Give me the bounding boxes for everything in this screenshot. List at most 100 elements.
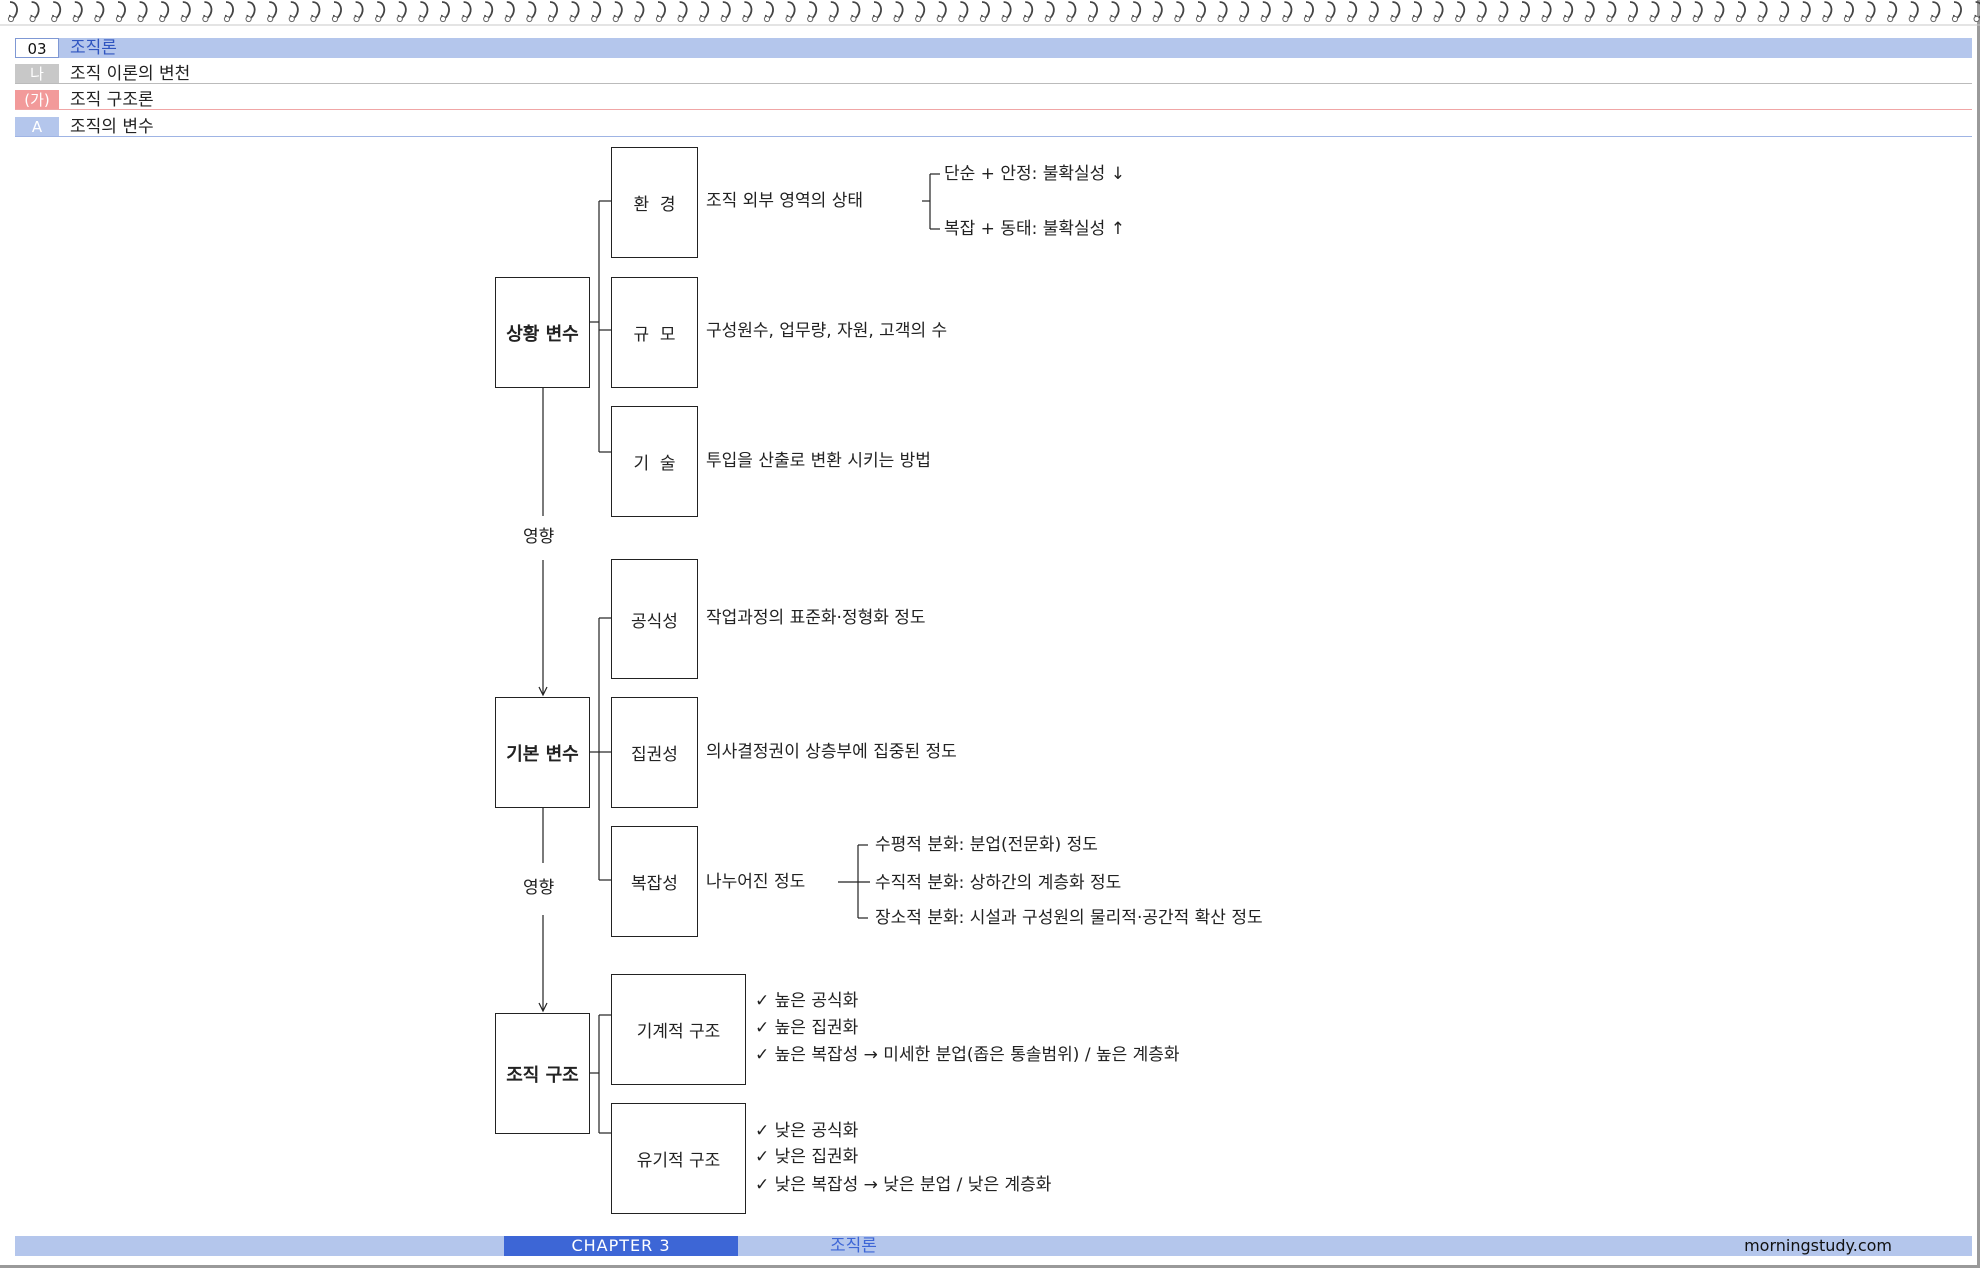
spiral-ring — [871, 1, 882, 23]
header-chapter-row: 03 조직론 — [15, 38, 1972, 58]
subsection-tag: (가) — [15, 90, 59, 109]
formalization-desc: 작업과정의 표준화·정형화 정도 — [706, 608, 926, 628]
spiral-binding — [0, 1, 1980, 26]
spiral-ring — [1087, 1, 1098, 23]
spiral-ring — [1131, 1, 1142, 23]
spiral-ring — [1563, 1, 1574, 23]
spiral-ring — [1109, 1, 1120, 23]
spiral-ring — [1498, 1, 1509, 23]
spiral-ring — [461, 1, 472, 23]
spiral-ring — [439, 1, 450, 23]
spiral-ring — [1044, 1, 1055, 23]
influence-label-1: 영향 — [523, 527, 555, 547]
spiral-ring — [1001, 1, 1012, 23]
spiral-ring — [655, 1, 666, 23]
organic-point-3: ✓ 낮은 복잡성 → 낮은 분업 / 낮은 계층화 — [755, 1175, 1052, 1195]
spiral-ring — [1714, 1, 1725, 23]
spiral-ring — [51, 1, 62, 23]
spiral-ring — [1692, 1, 1703, 23]
spiral-ring — [1368, 1, 1379, 23]
spiral-ring — [1174, 1, 1185, 23]
size-desc: 구성원수, 업무량, 자원, 고객의 수 — [706, 321, 948, 341]
section-title: 조직 이론의 변천 — [70, 64, 191, 84]
spiral-ring — [807, 1, 818, 23]
environment-desc: 조직 외부 영역의 상태 — [706, 191, 863, 211]
spiral-ring — [418, 1, 429, 23]
header-topic-row: A 조직의 변수 — [15, 117, 1972, 137]
spiral-ring — [1865, 1, 1876, 23]
spiral-ring — [763, 1, 774, 23]
centralization-desc: 의사결정권이 상층부에 집중된 정도 — [706, 742, 957, 762]
situational-variable-box: 상황 변수 — [495, 277, 590, 388]
spiral-ring — [331, 1, 342, 23]
spiral-ring — [1779, 1, 1790, 23]
complexity-branch-vertical: 수직적 분화: 상하간의 계층화 정도 — [875, 873, 1122, 893]
chapter-number: 03 — [15, 38, 59, 58]
complexity-branch-spatial: 장소적 분화: 시설과 구성원의 물리적·공간적 확산 정도 — [875, 908, 1263, 928]
spiral-ring — [159, 1, 170, 23]
formalization-box: 공식성 — [611, 559, 698, 679]
spiral-ring — [1347, 1, 1358, 23]
spiral-ring — [1951, 1, 1962, 23]
spiral-ring — [591, 1, 602, 23]
spiral-ring — [29, 1, 40, 23]
complexity-branch-horizontal: 수평적 분화: 분업(전문화) 정도 — [875, 835, 1098, 855]
footer-site: morningstudy.com — [1744, 1236, 1892, 1255]
spiral-ring — [1303, 1, 1314, 23]
spiral-ring — [1152, 1, 1163, 23]
spiral-ring — [1649, 1, 1660, 23]
spiral-ring — [310, 1, 321, 23]
spiral-ring — [353, 1, 364, 23]
environment-box: 환 경 — [611, 147, 698, 258]
spiral-ring — [742, 1, 753, 23]
basic-variable-box: 기본 변수 — [495, 697, 590, 808]
spiral-ring — [915, 1, 926, 23]
spiral-ring — [1908, 1, 1919, 23]
spiral-ring — [979, 1, 990, 23]
spiral-ring — [180, 1, 191, 23]
spiral-ring — [202, 1, 213, 23]
spiral-ring — [893, 1, 904, 23]
spiral-ring — [1476, 1, 1487, 23]
spiral-ring — [699, 1, 710, 23]
spiral-ring — [1800, 1, 1811, 23]
mechanical-point-2: ✓ 높은 집권화 — [755, 1018, 859, 1038]
spiral-ring — [1023, 1, 1034, 23]
env-branch-simple: 단순 + 안정: 불확실성 ↓ — [944, 164, 1125, 184]
spiral-ring — [396, 1, 407, 23]
organic-structure-box: 유기적 구조 — [611, 1103, 746, 1214]
topic-tag: A — [15, 117, 59, 136]
spiral-ring — [569, 1, 580, 23]
spiral-ring — [958, 1, 969, 23]
spiral-ring — [1239, 1, 1250, 23]
spiral-ring — [1627, 1, 1638, 23]
spiral-ring — [1735, 1, 1746, 23]
spiral-ring — [1433, 1, 1444, 23]
spiral-ring — [1390, 1, 1401, 23]
spiral-ring — [547, 1, 558, 23]
organic-point-2: ✓ 낮은 집권화 — [755, 1147, 859, 1167]
spiral-ring — [288, 1, 299, 23]
spiral-ring — [1217, 1, 1228, 23]
spiral-ring — [375, 1, 386, 23]
footer-subject: 조직론 — [830, 1236, 877, 1256]
spiral-ring — [785, 1, 796, 23]
spiral-ring — [483, 1, 494, 23]
complexity-desc: 나누어진 정도 — [706, 872, 806, 892]
spiral-ring — [1584, 1, 1595, 23]
spiral-ring — [1325, 1, 1336, 23]
spiral-ring — [936, 1, 947, 23]
spiral-ring — [1973, 1, 1980, 23]
organic-point-1: ✓ 낮은 공식화 — [755, 1121, 859, 1141]
spiral-ring — [612, 1, 623, 23]
header-section-row: 나 조직 이론의 변천 — [15, 64, 1972, 84]
env-branch-complex: 복잡 + 동태: 불확실성 ↑ — [944, 219, 1125, 239]
technology-desc: 투입을 산출로 변환 시키는 방법 — [706, 451, 931, 471]
org-structure-box: 조직 구조 — [495, 1013, 590, 1134]
spiral-ring — [1195, 1, 1206, 23]
spiral-ring — [634, 1, 645, 23]
spiral-ring — [1260, 1, 1271, 23]
spiral-ring — [1541, 1, 1552, 23]
